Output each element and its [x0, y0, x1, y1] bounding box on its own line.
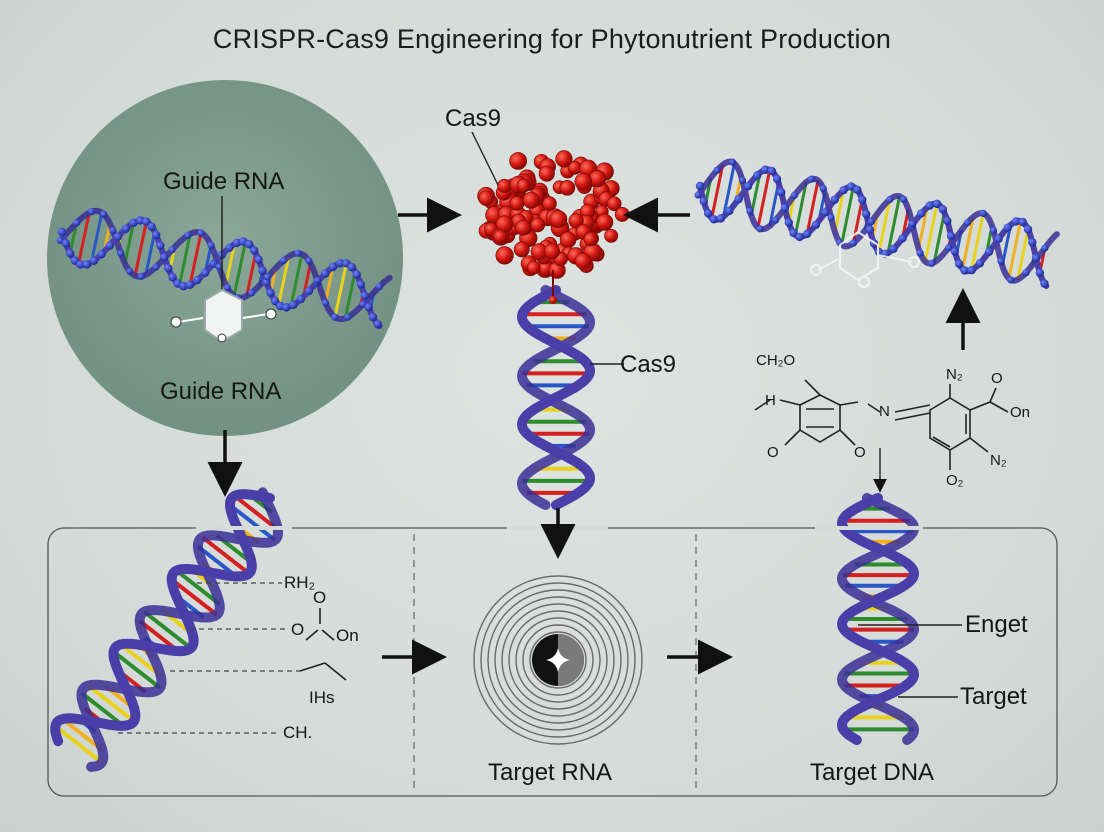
guide-rna-label-top: Guide RNA	[163, 168, 285, 195]
diagram-title: CRISPR-Cas9 Engineering for Phytonutrien…	[212, 24, 892, 54]
chem-on: On	[336, 626, 359, 645]
chem-bonds-left	[299, 608, 347, 681]
target-rna-rings-icon	[473, 575, 643, 745]
cas9-dna-helix	[516, 285, 596, 510]
guide-rna-helix	[56, 207, 393, 330]
chem-o-c: O	[991, 370, 1003, 387]
label-pointer-lines	[471, 131, 962, 698]
chem-n2-right: N₂	[990, 452, 1007, 469]
target-rna-label: Target RNA	[488, 759, 613, 786]
cas9-label-top: Cas9	[445, 105, 502, 132]
cas9-label-side: Cas9	[620, 351, 677, 378]
faint-molecule-sketch	[810, 230, 920, 288]
chem-o-top: O	[313, 588, 327, 607]
target-dna-helix	[836, 493, 920, 745]
chem-ch: CH.	[283, 723, 313, 742]
guide-rna-panel-circle	[47, 80, 403, 436]
chem-h: H	[765, 392, 776, 409]
flow-arrows	[207, 197, 981, 675]
phytonutrient-structure	[754, 379, 1009, 470]
chem-ihs: IHs	[309, 688, 335, 707]
left-dna-helix	[50, 487, 284, 772]
target-dna-label: Target DNA	[810, 759, 935, 786]
chem-n-link: N	[879, 403, 890, 420]
chem-leader-lines	[118, 582, 300, 734]
chem-o-a: O	[767, 444, 779, 461]
chem-n2-top: N₂	[946, 366, 963, 383]
chem-o-left: O	[291, 620, 305, 639]
enget-label: Enget	[965, 611, 1028, 638]
chem-ch2o: CH₂O	[756, 352, 796, 369]
guide-rna-label-bottom: Guide RNA	[160, 378, 282, 405]
target-label: Target	[960, 683, 1027, 710]
chem-rh2: RH₂	[284, 573, 316, 592]
hexagon-molecule-icon	[170, 255, 277, 344]
chem-o2: O₂	[946, 472, 964, 489]
chem-on-right: On	[1010, 404, 1031, 421]
chem-o-b: O	[854, 444, 866, 461]
cas9-protein-cluster	[477, 150, 630, 304]
